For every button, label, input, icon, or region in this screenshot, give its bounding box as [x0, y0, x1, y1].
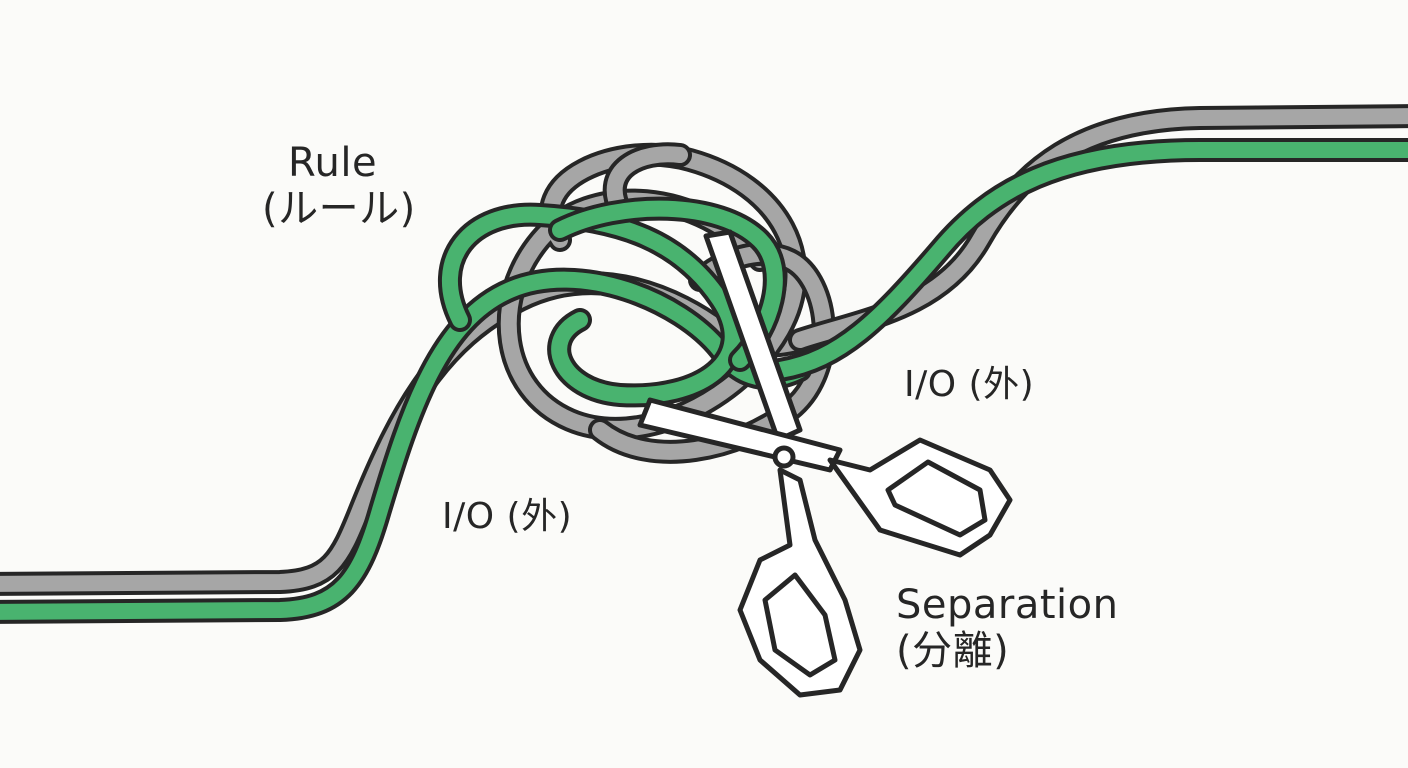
- io-label-left: I/O (外): [442, 496, 572, 537]
- separation-label: Separation (分離): [896, 582, 1118, 674]
- io-label-right-ja: (外): [968, 364, 1035, 405]
- io-label-left-ja: (外): [506, 496, 573, 537]
- green-cable: [0, 138, 1408, 624]
- io-label-right: I/O (外): [904, 364, 1034, 405]
- rule-label-ja: (ルール): [262, 186, 416, 232]
- io-label-left-en: I/O: [442, 496, 495, 537]
- scissors-icon: [637, 229, 1013, 698]
- rule-label-en: Rule: [288, 140, 378, 186]
- io-label-right-en: I/O: [904, 364, 957, 405]
- separation-label-en: Separation: [896, 582, 1119, 628]
- gray-cable: [0, 104, 1408, 596]
- rule-label: Rule (ルール): [262, 140, 416, 232]
- separation-label-ja: (分離): [896, 628, 1010, 674]
